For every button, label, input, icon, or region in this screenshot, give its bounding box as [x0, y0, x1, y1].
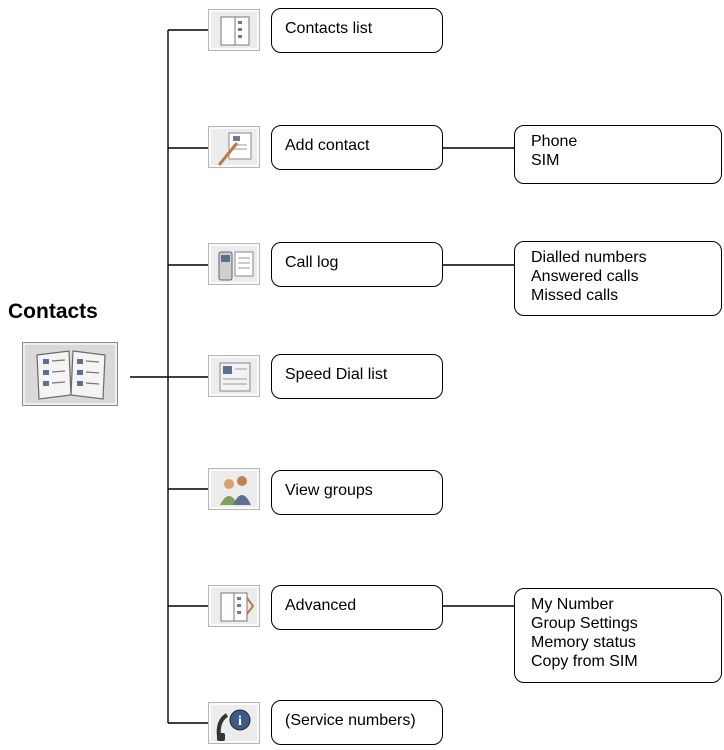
- menu-item-service-numbers[interactable]: (Service numbers): [271, 700, 443, 745]
- submenu-item[interactable]: Answered calls: [531, 268, 639, 285]
- svg-text:i: i: [238, 714, 242, 729]
- menu-item-call-log[interactable]: Call log: [271, 242, 443, 287]
- menu-item-label: Contacts list: [285, 20, 373, 37]
- submenu-item[interactable]: SIM: [531, 152, 560, 169]
- submenu-item[interactable]: Group Settings: [531, 615, 638, 632]
- menu-item-label: Speed Dial list: [285, 366, 388, 383]
- submenu-item[interactable]: Memory status: [531, 634, 636, 651]
- submenu-item[interactable]: Missed calls: [531, 287, 619, 304]
- add-contact-icon: [208, 126, 260, 168]
- submenu-item[interactable]: Dialled numbers: [531, 249, 647, 266]
- contacts-list-icon: [208, 9, 260, 51]
- menu-item-label: Call log: [285, 254, 339, 271]
- menu-item-label: Advanced: [285, 597, 357, 614]
- menu-item-speed-dial-list[interactable]: Speed Dial list: [271, 354, 443, 399]
- submenu-item[interactable]: Copy from SIM: [531, 653, 638, 670]
- menu-item-add-contact[interactable]: Add contact: [271, 125, 443, 170]
- submenu-item[interactable]: Phone: [531, 133, 578, 150]
- menu-item-label: Add contact: [285, 137, 370, 154]
- call-log-icon: [208, 243, 260, 285]
- submenu-advanced: My Number Group Settings Memory status C…: [514, 588, 722, 683]
- submenu-add-contact: Phone SIM: [514, 125, 722, 184]
- menu-item-view-groups[interactable]: View groups: [271, 470, 443, 515]
- menu-item-advanced[interactable]: Advanced: [271, 585, 443, 630]
- menu-item-contacts-list[interactable]: Contacts list: [271, 8, 443, 53]
- speed-dial-icon: [208, 355, 260, 397]
- diagram-title: Contacts: [8, 300, 98, 323]
- service-numbers-icon: i: [208, 702, 260, 744]
- submenu-call-log: Dialled numbers Answered calls Missed ca…: [514, 241, 722, 316]
- menu-item-label: View groups: [285, 482, 373, 499]
- submenu-item[interactable]: My Number: [531, 596, 614, 613]
- contacts-book-icon: [22, 342, 118, 406]
- menu-item-label: (Service numbers): [285, 712, 416, 729]
- advanced-icon: [208, 585, 260, 627]
- view-groups-icon: [208, 468, 260, 510]
